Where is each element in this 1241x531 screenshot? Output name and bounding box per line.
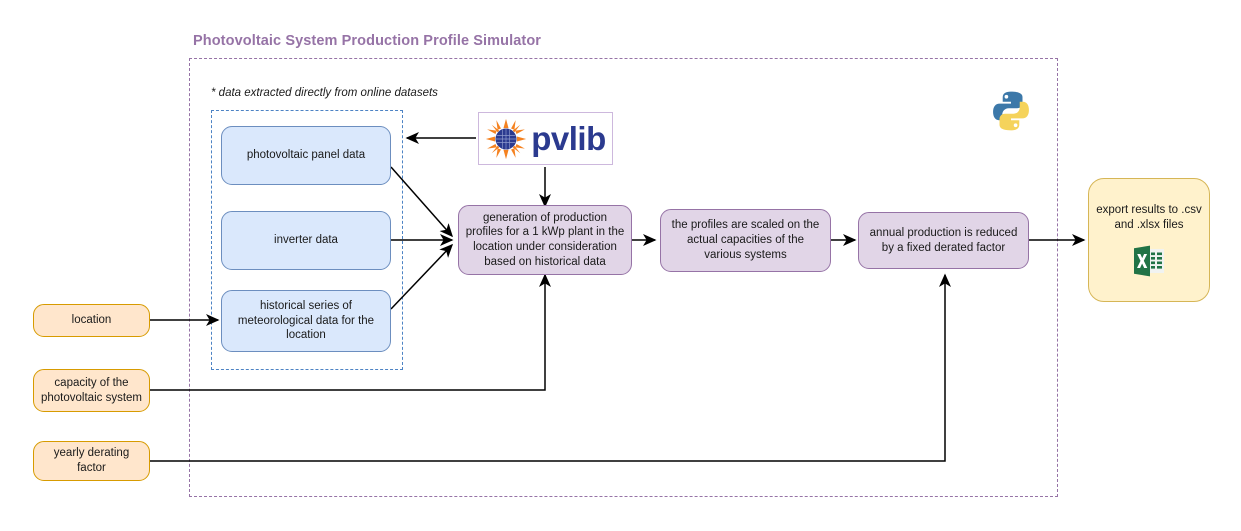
node-label: annual production is reduced by a fixed … (869, 226, 1018, 254)
node-label: yearly derating factor (53, 447, 130, 474)
pvlib-wordmark: pvlib (531, 120, 606, 157)
page-title: Photovoltaic System Production Profile S… (193, 33, 542, 49)
node-label: photovoltaic panel data (246, 149, 366, 162)
pvlib-sun-icon (486, 118, 527, 159)
node-inverter-data[interactable]: inverter data (221, 211, 391, 270)
node-input-derating-factor[interactable]: yearly derating factor (33, 441, 150, 481)
node-profile-scaling[interactable]: the profiles are scaled on the actual ca… (660, 209, 831, 272)
excel-icon (1134, 245, 1164, 277)
node-generation-of-profiles[interactable]: generation of production profiles for a … (458, 205, 632, 275)
node-export-results[interactable]: export results to .csv and .xlsx files (1088, 178, 1210, 302)
node-label: inverter data (274, 234, 338, 247)
node-label: export results to .csv and .xlsx files (1096, 204, 1202, 231)
node-label: capacity of the photovoltaic system (41, 376, 142, 404)
node-label: the profiles are scaled on the actual ca… (671, 219, 820, 261)
node-photovoltaic-panel-data[interactable]: photovoltaic panel data (221, 126, 391, 185)
node-meteorological-data[interactable]: historical series of meteorological data… (221, 290, 391, 352)
datasets-note: * data extracted directly from online da… (211, 87, 438, 99)
node-input-capacity[interactable]: capacity of the photovoltaic system (33, 369, 150, 412)
node-label: historical series of meteorological data… (237, 299, 375, 342)
node-derated-production[interactable]: annual production is reduced by a fixed … (858, 212, 1029, 269)
pvlib-logo: pvlib (478, 112, 613, 165)
node-input-location[interactable]: location (33, 304, 150, 337)
python-logo-icon (993, 91, 1029, 131)
node-label: generation of production profiles for a … (465, 211, 625, 268)
node-label: location (71, 314, 112, 327)
